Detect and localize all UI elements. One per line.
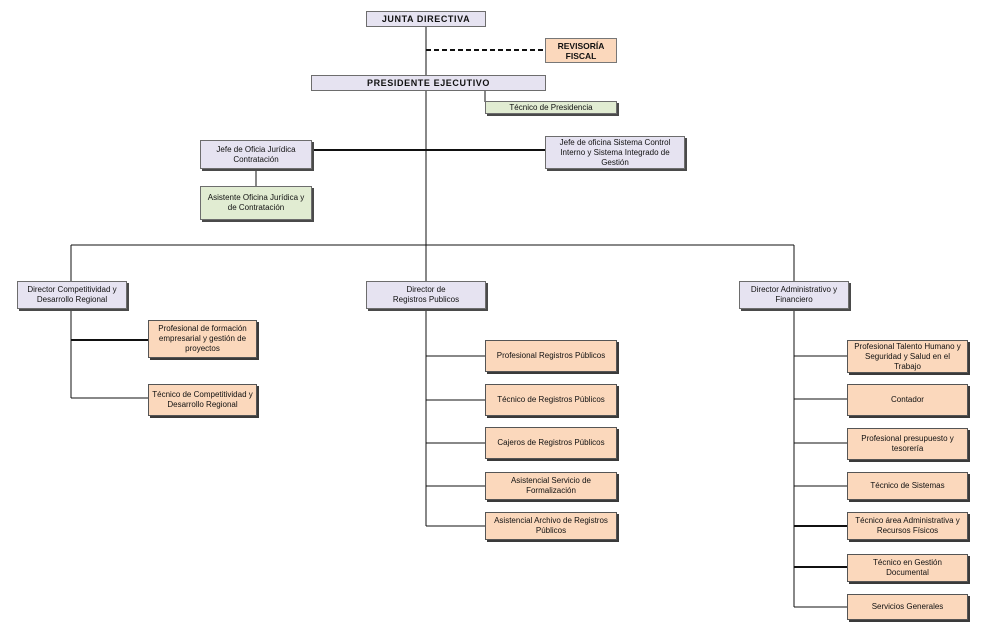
node-asistencial-archivo: Asistencial Archivo de Registros Público…: [485, 512, 617, 540]
node-director-competitividad: Director Competitividad y Desarrollo Reg…: [17, 281, 127, 309]
node-revisoria-fiscal: REVISORÍA FISCAL: [545, 38, 617, 63]
node-profesional-presupuesto: Profesional presupuesto y tesorería: [847, 428, 968, 460]
node-jefe-oficina-juridica: Jefe de Oficia Jurídica Contratación: [200, 140, 312, 169]
node-tecnico-sistemas: Técnico de Sistemas: [847, 472, 968, 500]
node-director-registros: Director de Registros Publicos: [366, 281, 486, 309]
node-presidente-ejecutivo: PRESIDENTE EJECUTIVO: [311, 75, 546, 91]
node-profesional-formacion: Profesional de formación empresarial y g…: [148, 320, 257, 358]
node-jefe-oficina-control: Jefe de oficina Sistema Control Interno …: [545, 136, 685, 169]
node-contador: Contador: [847, 384, 968, 416]
node-asistencial-formalizacion: Asistencial Servicio de Formalización: [485, 472, 617, 500]
node-cajeros-registros: Cajeros de Registros Públicos: [485, 427, 617, 459]
node-director-administrativo: Director Administrativo y Financiero: [739, 281, 849, 309]
node-tecnico-presidencia: Técnico de Presidencia: [485, 101, 617, 114]
node-tecnico-registros: Técnico de Registros Públicos: [485, 384, 617, 416]
node-asistente-juridica: Asistente Oficina Jurídica y de Contrata…: [200, 186, 312, 220]
node-junta-directiva: JUNTA DIRECTIVA: [366, 11, 486, 27]
node-tecnico-competitividad: Técnico de Competitividad y Desarrollo R…: [148, 384, 257, 416]
node-servicios-generales: Servicios Generales: [847, 594, 968, 620]
node-profesional-registros: Profesional Registros Públicos: [485, 340, 617, 372]
node-tecnico-area-administrativa: Técnico área Administrativa y Recursos F…: [847, 512, 968, 540]
node-profesional-talento-humano: Profesional Talento Humano y Seguridad y…: [847, 340, 968, 373]
node-tecnico-gestion-documental: Técnico en Gestión Documental: [847, 554, 968, 582]
